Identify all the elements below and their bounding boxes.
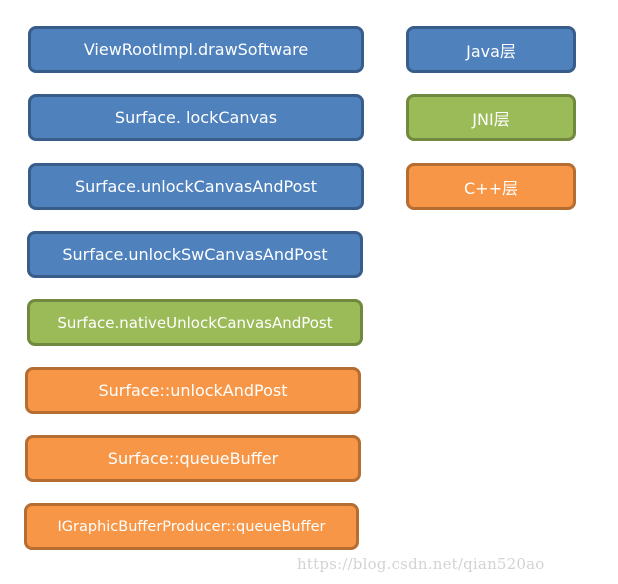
watermark: https://blog.csdn.net/qian520ao (297, 555, 545, 573)
flow-step-native-unlock-canvas-and-post: Surface.nativeUnlockCanvasAndPost (27, 299, 363, 346)
legend-jni-layer: JNI层 (406, 94, 576, 141)
flow-step-lock-canvas: Surface. lockCanvas (28, 94, 364, 141)
flow-step-unlock-sw-canvas-and-post: Surface.unlockSwCanvasAndPost (27, 231, 363, 278)
flow-step-igbp-queue-buffer: IGraphicBufferProducer::queueBuffer (24, 503, 359, 550)
flow-step-view-root-draw-software: ViewRootImpl.drawSoftware (28, 26, 364, 73)
flow-step-queue-buffer: Surface::queueBuffer (25, 435, 361, 482)
legend-cpp-layer: C++层 (406, 163, 576, 210)
flow-step-unlock-and-post: Surface::unlockAndPost (25, 367, 361, 414)
flow-step-unlock-canvas-and-post: Surface.unlockCanvasAndPost (28, 163, 364, 210)
legend-java-layer: Java层 (406, 26, 576, 73)
